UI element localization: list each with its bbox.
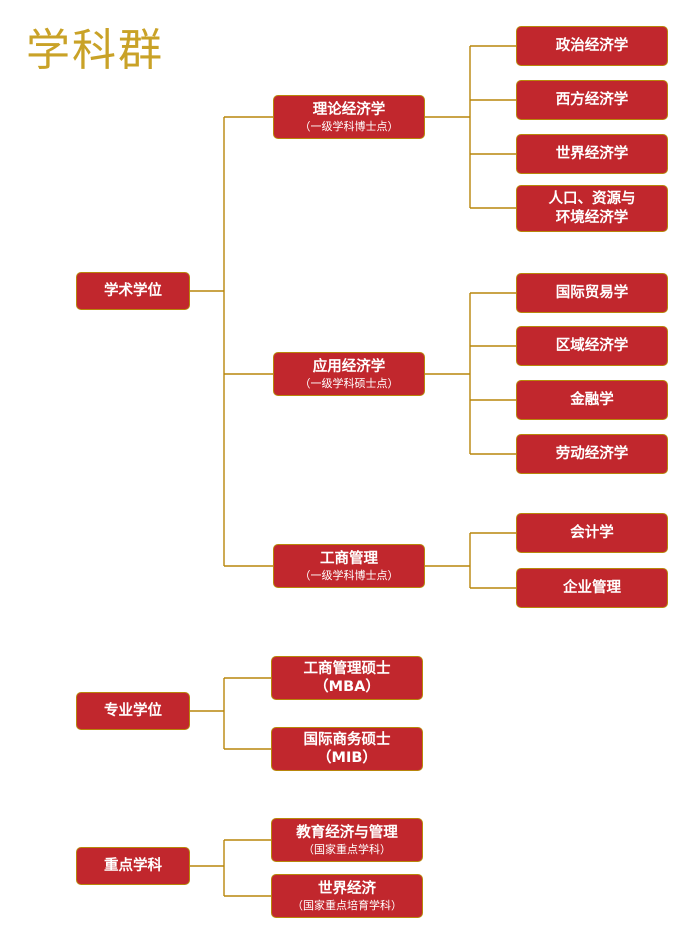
node-accounting[interactable]: 会计学: [516, 513, 668, 553]
node-enterprise-management[interactable]: 企业管理: [516, 568, 668, 608]
node-western-economics[interactable]: 西方经济学: [516, 80, 668, 120]
node-key-disciplines-label: 重点学科: [104, 857, 162, 874]
node-business-administration-sublabel: （一级学科博士点）: [299, 568, 399, 582]
node-regional-economics[interactable]: 区域经济学: [516, 326, 668, 366]
node-world-economics-label: 世界经济学: [555, 145, 629, 162]
node-world-economics[interactable]: 世界经济学: [516, 134, 668, 174]
node-education-economy-management-label: 教育经济与管理: [296, 824, 398, 841]
node-population-resource-environment-economics-label2: 环境经济学: [555, 209, 629, 226]
node-labor-economics-label: 劳动经济学: [555, 445, 629, 462]
node-mib-label: 国际商务硕士: [303, 731, 391, 748]
node-regional-economics-label: 区域经济学: [555, 337, 629, 354]
node-theoretical-economics[interactable]: 理论经济学 （一级学科博士点）: [273, 95, 425, 139]
node-mba[interactable]: 工商管理硕士 （MBA）: [271, 656, 423, 700]
node-world-economy-key[interactable]: 世界经济 （国家重点培育学科）: [271, 874, 423, 918]
node-business-administration[interactable]: 工商管理 （一级学科博士点）: [273, 544, 425, 588]
node-mib-sublabel: （MIB）: [317, 750, 377, 766]
node-applied-economics[interactable]: 应用经济学 （一级学科硕士点）: [273, 352, 425, 396]
node-international-trade[interactable]: 国际贸易学: [516, 273, 668, 313]
node-key-disciplines[interactable]: 重点学科: [76, 847, 190, 885]
node-western-economics-label: 西方经济学: [555, 91, 629, 108]
node-population-resource-environment-economics[interactable]: 人口、资源与 环境经济学: [516, 185, 668, 232]
node-enterprise-management-label: 企业管理: [563, 579, 621, 596]
node-political-economics[interactable]: 政治经济学: [516, 26, 668, 66]
node-theoretical-economics-label: 理论经济学: [312, 101, 386, 118]
node-political-economics-label: 政治经济学: [555, 37, 629, 54]
node-finance[interactable]: 金融学: [516, 380, 668, 420]
node-applied-economics-label: 应用经济学: [312, 358, 386, 375]
node-professional-degree-label: 专业学位: [104, 702, 162, 719]
node-education-economy-management[interactable]: 教育经济与管理 （国家重点学科）: [271, 818, 423, 862]
node-population-resource-environment-economics-label: 人口、资源与: [548, 191, 636, 208]
node-accounting-label: 会计学: [570, 524, 614, 541]
node-world-economy-key-label: 世界经济: [318, 880, 376, 897]
node-international-trade-label: 国际贸易学: [555, 284, 629, 301]
node-mba-label: 工商管理硕士: [303, 660, 391, 677]
node-mba-sublabel: （MBA）: [314, 679, 380, 695]
node-mib[interactable]: 国际商务硕士 （MIB）: [271, 727, 423, 771]
page-title: 学科群: [26, 25, 164, 76]
node-academic-degree-label: 学术学位: [104, 282, 162, 299]
node-professional-degree[interactable]: 专业学位: [76, 692, 190, 730]
node-labor-economics[interactable]: 劳动经济学: [516, 434, 668, 474]
node-theoretical-economics-sublabel: （一级学科博士点）: [299, 119, 399, 133]
node-applied-economics-sublabel: （一级学科硕士点）: [299, 376, 399, 390]
node-education-economy-management-sublabel: （国家重点学科）: [303, 842, 391, 856]
node-business-administration-label: 工商管理: [320, 550, 378, 567]
node-world-economy-key-sublabel: （国家重点培育学科）: [292, 898, 402, 912]
node-academic-degree[interactable]: 学术学位: [76, 272, 190, 310]
node-finance-label: 金融学: [570, 391, 614, 408]
